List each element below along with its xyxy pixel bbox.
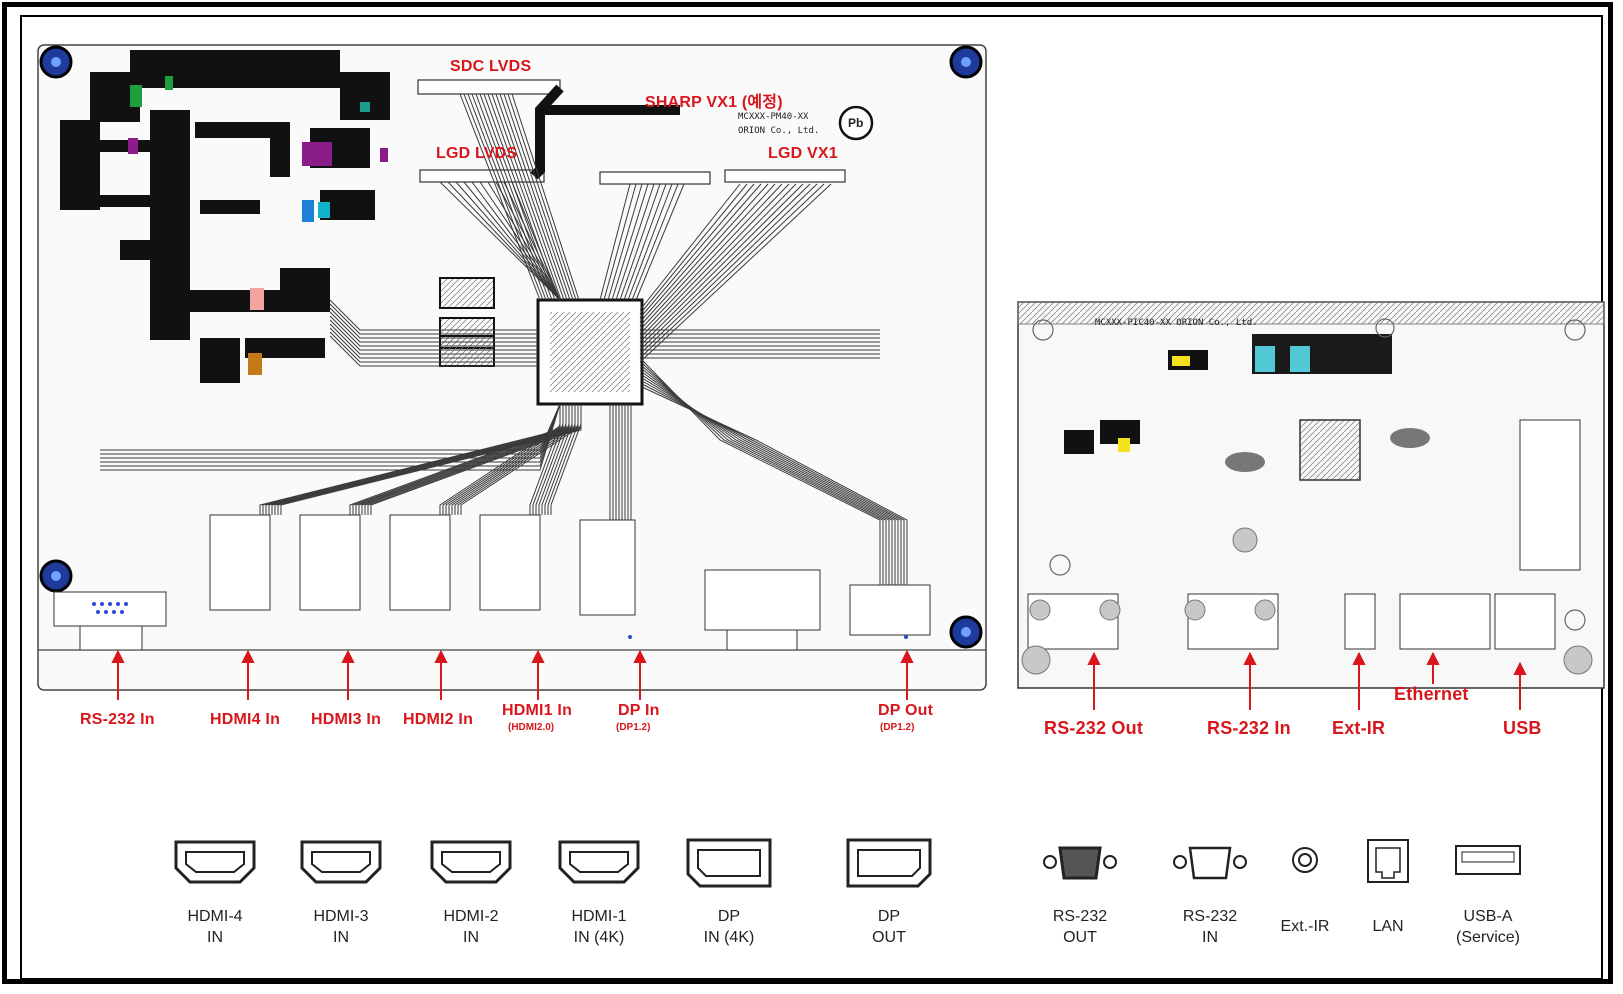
right-board-model-text: MCXXX-PIC40-XX ORION Co., Ltd. xyxy=(1095,318,1258,328)
port-icon-row xyxy=(174,838,1521,888)
callout-arrows xyxy=(111,649,1527,710)
right-board-parts xyxy=(1064,334,1581,571)
usb-right-label: USB xyxy=(1503,718,1542,738)
left-board-outline xyxy=(37,44,987,691)
memory-chips xyxy=(439,277,495,367)
dp-out-sublabel: (DP1.2) xyxy=(880,722,915,733)
dp-out-label: DP Out xyxy=(878,702,934,719)
hdmi-port-icon xyxy=(300,840,382,884)
top-connectors xyxy=(417,79,846,185)
db9-pins xyxy=(92,602,908,639)
audio-jack-icon xyxy=(1292,847,1318,873)
hdmi-port-icon xyxy=(558,840,640,884)
hdmi1-in-label: HDMI1 In xyxy=(502,702,573,719)
displayport-icon xyxy=(686,838,772,888)
hdmi-port-icon xyxy=(174,840,256,884)
lgd-lvds-label: LGD LVDS xyxy=(436,145,518,162)
usb-port-icon xyxy=(1455,845,1521,875)
signal-traces xyxy=(100,93,1520,591)
serial-port-icon xyxy=(1043,846,1117,880)
power-section-color-parts xyxy=(128,76,388,375)
rs232-in-label: RS-232 In xyxy=(80,711,155,728)
sharp-vx1-label: SHARP VX1 (예정) xyxy=(645,94,783,111)
dp-in-label: DP In xyxy=(618,702,660,719)
hdmi1-in-sublabel: (HDMI2.0) xyxy=(508,722,555,733)
hdmi2-in-label: HDMI2 In xyxy=(403,711,474,728)
pb-mark-text: Pb xyxy=(848,116,864,130)
ext-ir-right-label: Ext-IR xyxy=(1332,718,1386,738)
port-name-usb-a: USB-A(Service) xyxy=(1455,908,1520,946)
ethernet-right-label: Ethernet xyxy=(1394,684,1469,704)
pb-mark-icon xyxy=(838,105,874,141)
mount-hole-icon xyxy=(39,45,983,649)
hdmi-connector-blocks xyxy=(53,514,931,651)
hdmi-port-icon xyxy=(430,840,512,884)
lan-port-icon xyxy=(1367,839,1409,883)
displayport-icon xyxy=(846,838,932,888)
port-name-lan: LAN xyxy=(1372,918,1404,935)
rs232-out-right-label: RS-232 Out xyxy=(1044,718,1144,738)
serial-port-icon xyxy=(1173,846,1247,880)
left-board-model-line1: MCXXX-PM40-XX xyxy=(738,112,809,122)
rs232-in-right-label: RS-232 In xyxy=(1207,718,1291,738)
hdmi4-in-label: HDMI4 In xyxy=(210,711,281,728)
dp-in-sublabel: (DP1.2) xyxy=(616,722,651,733)
port-name-ext-ir: Ext.-IR xyxy=(1280,918,1330,935)
lgd-vx1-label: LGD VX1 xyxy=(768,145,838,162)
right-board-connectors xyxy=(1027,593,1556,650)
sdc-lvds-label: SDC LVDS xyxy=(450,58,532,75)
main-soc xyxy=(536,298,644,406)
power-section xyxy=(60,50,390,383)
left-board-model-line2: ORION Co., Ltd. xyxy=(738,126,820,136)
hdmi3-in-label: HDMI3 In xyxy=(311,711,382,728)
